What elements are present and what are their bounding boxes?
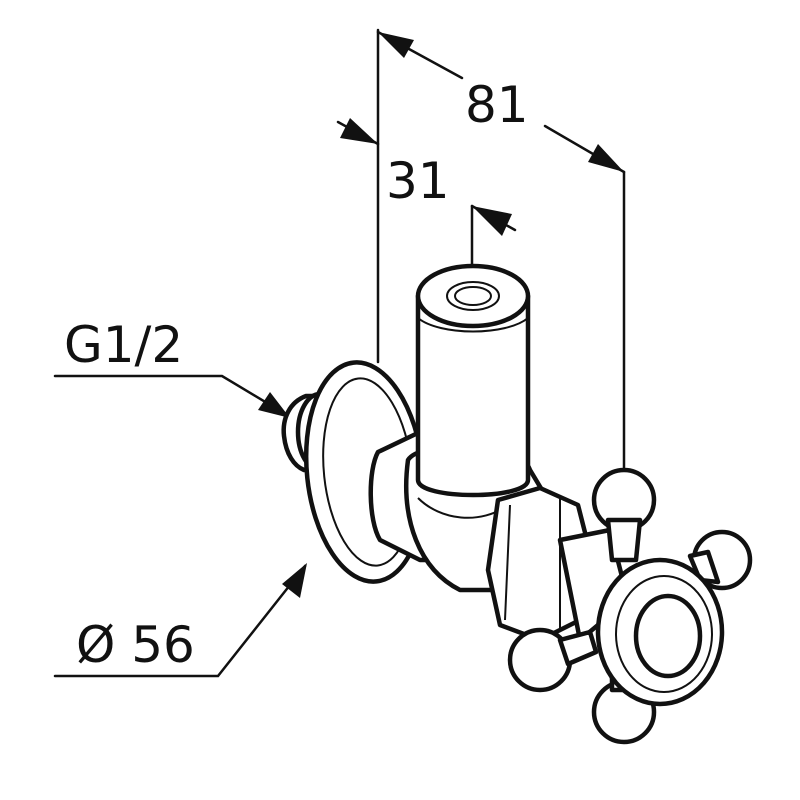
outlet-bore-inner xyxy=(454,286,492,306)
handle-arm-left xyxy=(557,629,599,667)
outlet-pipe-top xyxy=(415,263,531,329)
dim-81-arrow-right xyxy=(588,144,624,172)
handle-cap xyxy=(633,593,703,679)
valve-body xyxy=(281,263,753,745)
gland-nut-facets xyxy=(504,496,561,632)
handle-arm-top xyxy=(605,517,643,563)
outlet-pipe xyxy=(415,293,531,498)
dim-label-81: 81 xyxy=(465,76,529,134)
outlet-pipe-ring xyxy=(417,317,529,333)
dimension-lines xyxy=(53,28,626,678)
diameter-leader-arrow xyxy=(282,563,307,598)
dim-label-thread: G1/2 xyxy=(64,316,183,374)
thread-leader-line xyxy=(53,374,284,414)
dim-label-31: 31 xyxy=(386,152,450,210)
dim-31-arrow-left xyxy=(340,118,378,144)
handle-hub-ring xyxy=(615,575,713,693)
thread-leader-arrow xyxy=(258,392,290,418)
outlet-bore-outer xyxy=(446,281,500,311)
dim-81-arrow-left xyxy=(378,32,414,58)
dim-31-arrow-right xyxy=(472,206,512,236)
dim-label-diameter: Ø 56 xyxy=(76,616,195,674)
diameter-leader-line xyxy=(53,564,307,678)
